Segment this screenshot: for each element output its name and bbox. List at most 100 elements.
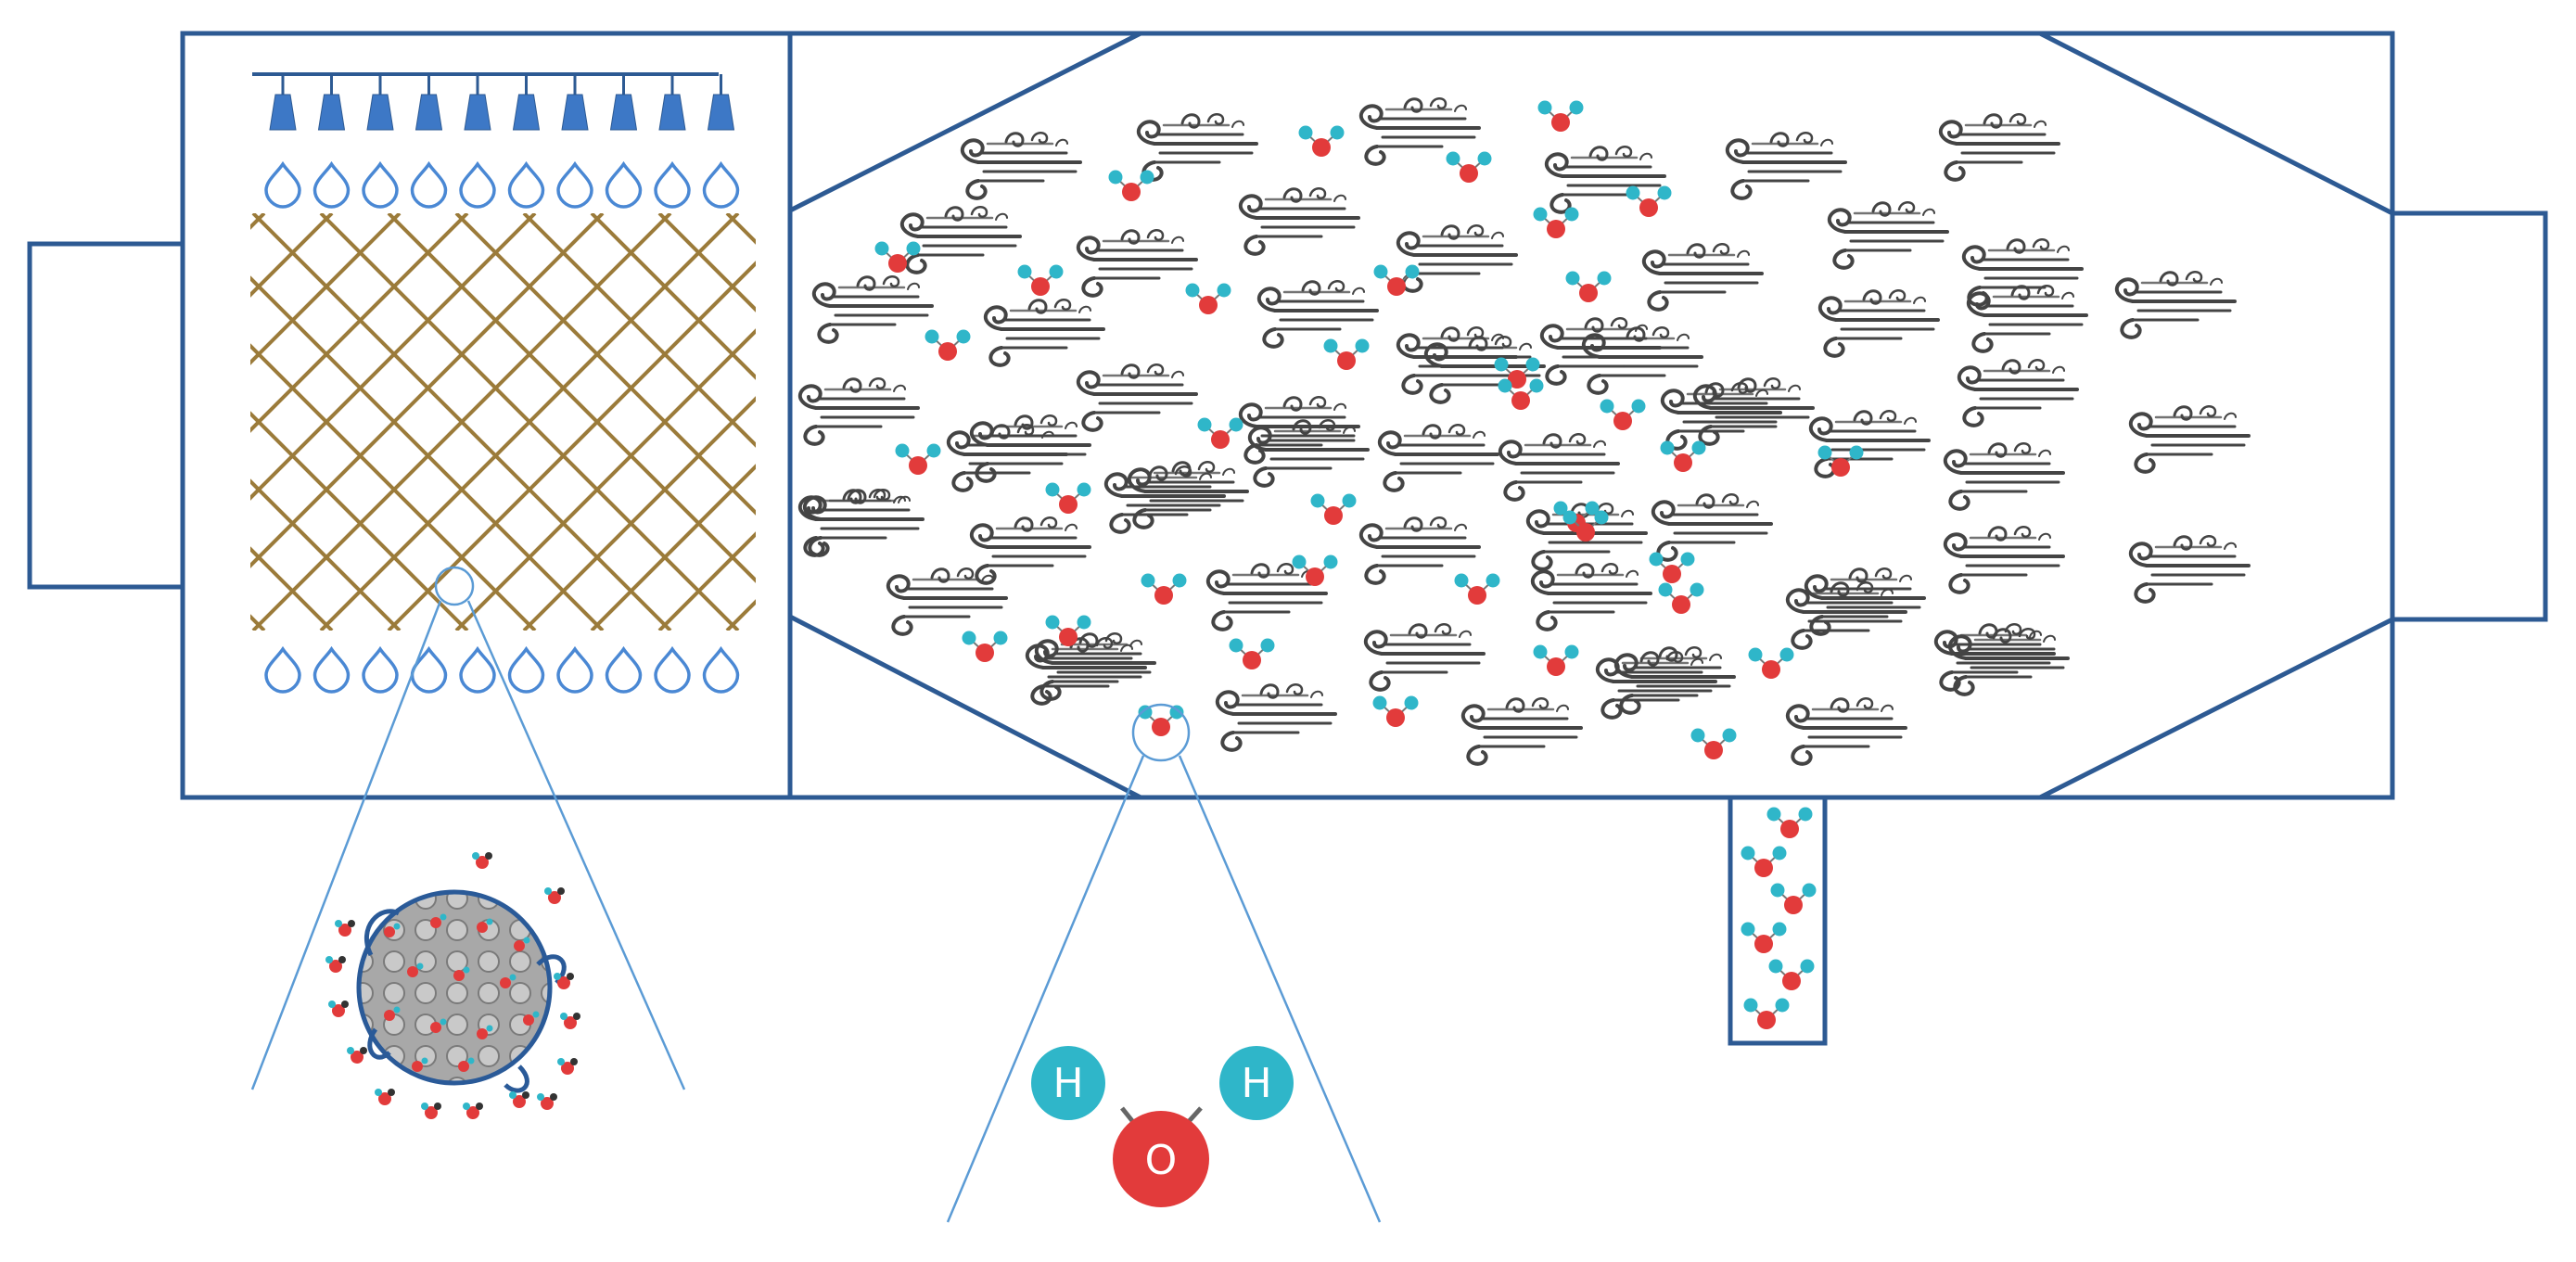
hydrogen-atom [467,1057,475,1064]
oxygen-atom [1337,351,1356,370]
hydrogen-atom [393,923,401,930]
wind-gust-icon [1247,418,1370,488]
wind-gust-icon [969,516,1091,585]
hydrogen-atom [1594,510,1609,525]
nozzle-icon [268,72,298,132]
wind-gust-icon [1377,423,1499,492]
adsorbed-site [348,920,355,927]
particle-outline [356,889,553,1086]
oxygen-atom [1551,113,1570,132]
wind-gust-icon [1641,242,1764,312]
oxygen-atom [412,1061,423,1072]
oxygen-atom [1211,430,1230,449]
oxygen-atom [1508,370,1526,389]
water-molecule-icon [1565,271,1612,302]
nozzle-icon [317,72,346,132]
hydrogen-atom [1454,573,1469,588]
oxygen-atom [384,926,395,937]
hydrogen-atom [1017,264,1032,279]
hydrogen-atom [895,443,910,458]
wind-gust-icon [1238,186,1360,256]
nozzle-icon [512,72,541,132]
wind-gust-icon [2128,404,2251,474]
hydrogen-atom-left [1031,1046,1105,1120]
water-molecule-icon [1498,378,1544,410]
water-molecule-icon [895,443,941,475]
hydrogen-atom [906,241,921,256]
oxygen-atom [1511,391,1530,410]
hydrogen-atom [1372,695,1387,710]
nozzle-icon [365,72,395,132]
oxygen-atom [938,342,957,361]
hydrogen-atom [1658,582,1673,597]
oxygen-atom [1059,495,1078,514]
wind-gust-icon [1827,200,1949,270]
water-molecule-icon [962,631,1008,662]
oxygen-atom [1059,628,1078,646]
wind-gust-icon [983,298,1105,367]
oxygen-atom [1831,458,1850,477]
hydrogen-atom [1691,440,1706,455]
hydrogen-atom [1564,644,1579,659]
mesh-wire [930,213,1347,631]
oxygen-atom [378,1092,391,1105]
hydrogen-atom [1486,573,1500,588]
mesh-wire [930,213,1347,631]
oxygen-atom [1324,506,1343,525]
water-droplet-icon [605,162,643,209]
particle-edge-curl [363,909,401,957]
oxygen-atom [514,940,525,951]
hydrogen-atom [1743,998,1758,1013]
particle-edge-curl [504,1064,529,1093]
wind-gust-icon [1215,682,1337,752]
mesh-wire [590,213,756,380]
oxygen-atom [1387,277,1406,296]
water-molecule-icon [1373,264,1420,296]
water-droplet-icon [507,647,545,694]
wind-gust-icon [1943,441,2065,511]
mesh-wire [657,213,756,312]
water-molecule-callout: H H O [1031,1046,1294,1207]
oxygen-atom [1782,972,1801,990]
hydrogen-atom [1569,100,1584,115]
hydrogen-atom [1446,151,1460,166]
hydrogen-atom [1775,998,1790,1013]
hydrogen-label-left: H [1052,1060,1083,1107]
oxygen-atom [384,1010,395,1021]
hydrogen-atom [544,887,552,895]
hydrogen-atom [1690,582,1704,597]
oxygen-atom [1780,820,1799,838]
water-molecule-icon [1017,264,1064,296]
hydrogen-atom [1849,445,1864,460]
hydrogen-atom [1690,728,1705,743]
hydrogen-atom [1260,638,1275,653]
oxygen-atom [1576,523,1595,542]
oxygen-atom [1579,284,1598,302]
hydrogen-atom [1741,846,1755,860]
hydrogen-atom [962,631,976,645]
oxygen-atom [1154,586,1173,605]
wind-gust-icon [1076,363,1198,432]
water-droplet-icon [654,162,691,209]
mesh-wire [250,213,266,230]
molecule-zoom-line-left [946,755,1145,1223]
hydrogen-atom [1722,728,1737,743]
oxygen-atom [1243,651,1261,669]
wind-gust-icon [1808,409,1931,478]
oxygen-atom [557,976,570,989]
particle-interior [384,913,540,1072]
wind-gust-icon [1460,696,1583,766]
mesh-wire [1133,213,1550,631]
mesh-wire [1133,213,1550,631]
hydrogen-atom [1140,170,1154,185]
hydrogen-atom [1141,573,1155,588]
hydrogen-atom [523,937,530,944]
water-molecule-icon [1108,170,1154,201]
mesh-wire [250,614,266,631]
mesh-wire [657,531,756,631]
mesh-zoom-circle [434,566,475,606]
hydrogen-atom [1800,959,1815,974]
water-droplet-icon [556,647,593,694]
water-molecule-icon [1229,638,1275,669]
mesh-wire [250,213,334,298]
